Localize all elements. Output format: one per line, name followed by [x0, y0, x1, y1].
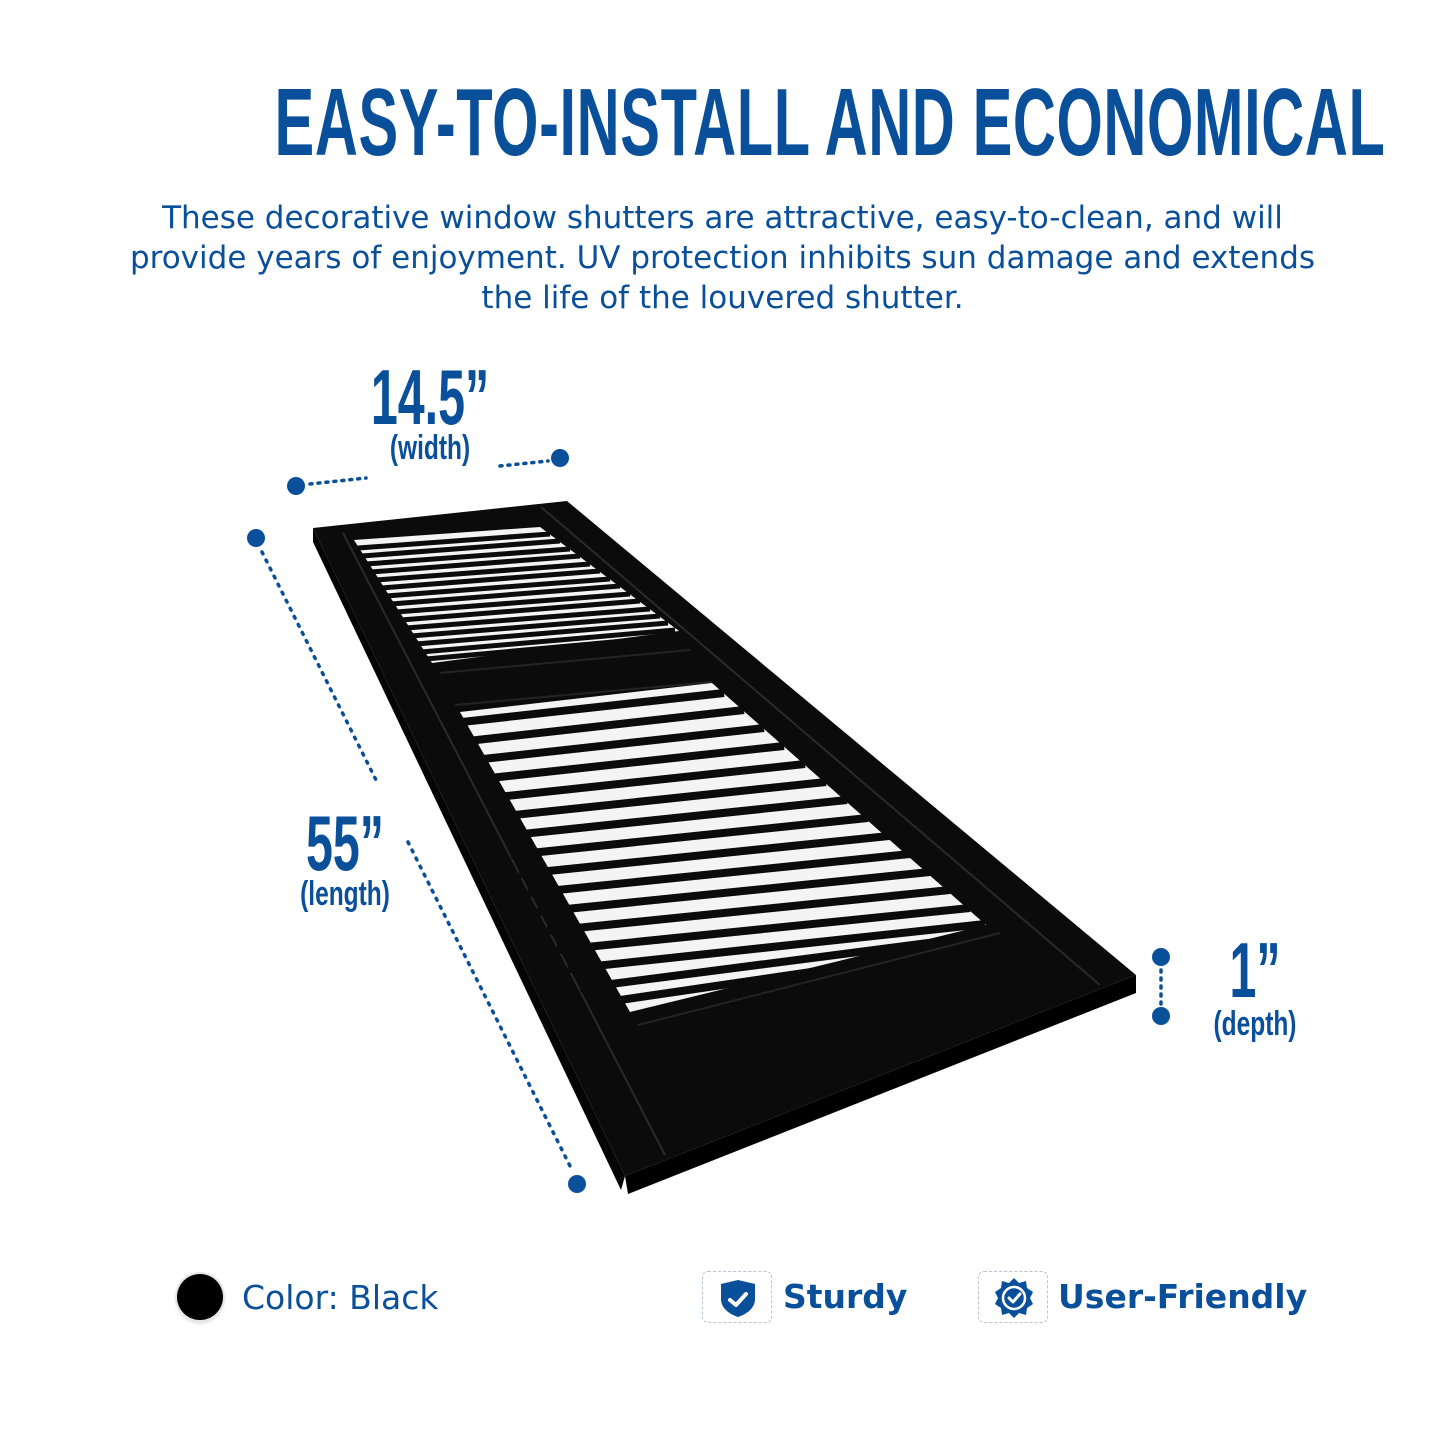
length-unit: (length) [300, 875, 390, 913]
length-guide-dot-top [247, 529, 265, 547]
depth-unit: (depth) [1213, 1005, 1297, 1043]
width-unit: (width) [389, 429, 471, 467]
depth-guide-dot-top [1152, 948, 1170, 966]
description: These decorative window shutters are att… [129, 200, 1316, 316]
width-guide-line-right [498, 459, 550, 468]
dimension-guides [247, 449, 1170, 1193]
user-friendly-badge [978, 1271, 1048, 1323]
depth-value: 1” [1229, 926, 1281, 1014]
color-label: Color: Black [242, 1278, 439, 1317]
length-guide-dot-bottom [568, 1175, 586, 1193]
depth-guide-dot-bottom [1152, 1007, 1170, 1025]
user-friendly-label: User-Friendly [1058, 1277, 1308, 1316]
color-swatch [177, 1274, 223, 1320]
width-guide-dot-left [287, 477, 305, 495]
shutter [313, 501, 1136, 1194]
width-guide-line-left [308, 476, 368, 486]
width-value: 14.5” [370, 353, 490, 441]
sturdy-label: Sturdy [783, 1277, 908, 1316]
length-guide-line-bottom [406, 840, 574, 1172]
bottom-louver-panel [460, 683, 996, 1012]
length-value: 55” [306, 799, 384, 887]
length-guide-line-top [260, 550, 378, 782]
top-louver-panel [354, 527, 680, 663]
sturdy-badge [702, 1271, 772, 1323]
shield-check-icon [721, 1280, 755, 1317]
badge-check-icon [995, 1278, 1033, 1318]
width-guide-dot-right [551, 449, 569, 467]
